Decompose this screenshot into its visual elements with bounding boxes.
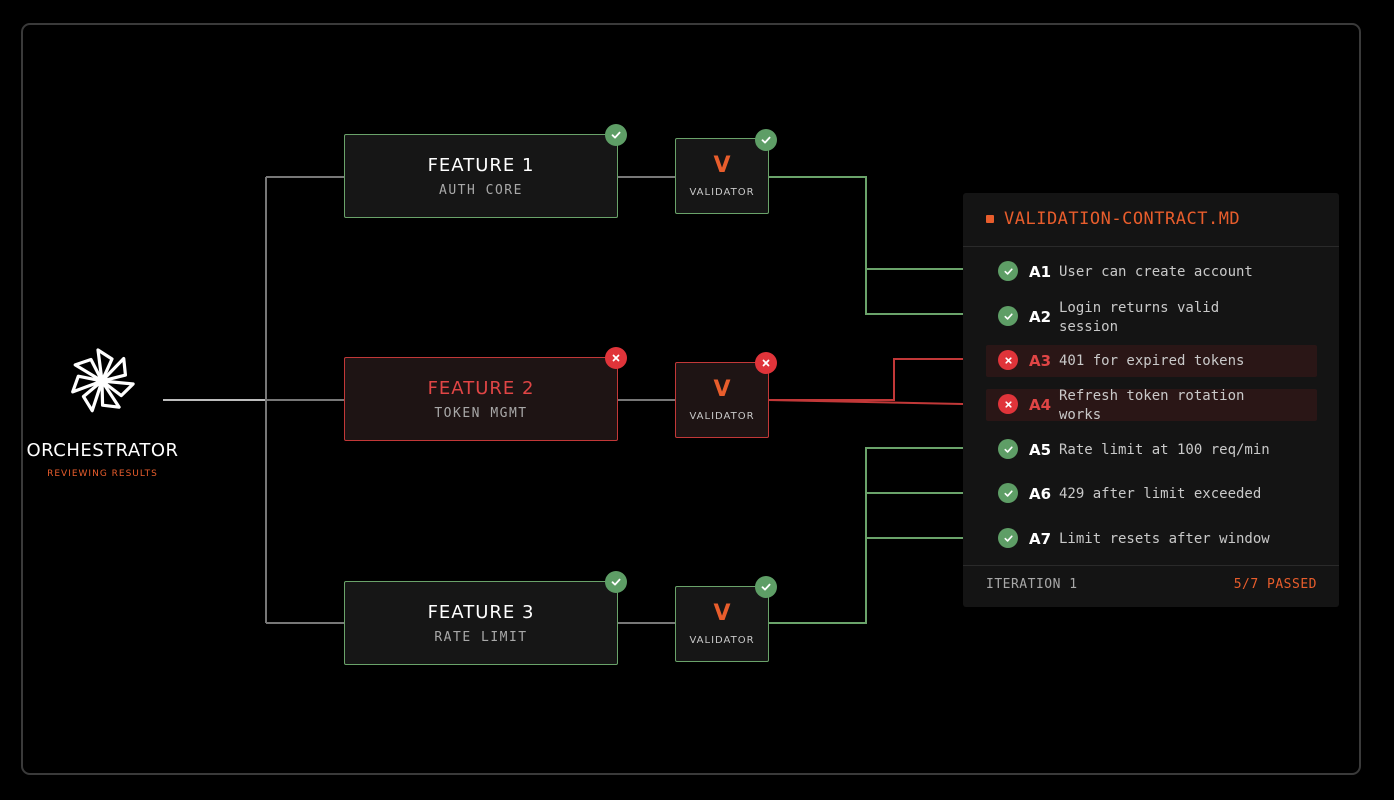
validator-letter: V [713,377,731,402]
validator-letter: V [713,153,731,178]
panel-header: VALIDATION-CONTRACT.MD [963,193,1339,247]
validator-2-node[interactable]: V VALIDATOR [675,362,769,438]
panel-footer: ITERATION 1 5/7 PASSED [963,565,1339,608]
contract-item-a7[interactable]: A7 Limit resets after window [986,523,1317,555]
feature-subtitle: AUTH CORE [439,183,523,198]
cross-icon [605,347,627,369]
pinwheel-logo-icon [71,348,135,413]
item-text: Login returns valid session [1059,300,1220,335]
item-id: A4 [1029,396,1052,414]
canvas-frame [21,23,1361,775]
validator-label: VALIDATOR [689,635,755,646]
item-id: A3 [1029,352,1052,370]
contract-item-a1[interactable]: A1 User can create account [986,256,1317,288]
contract-item-a2[interactable]: A2 Login returns valid session [986,300,1317,335]
check-icon [605,571,627,593]
feature-title: FEATURE 3 [427,602,535,623]
item-text: 429 after limit exceeded [1059,486,1262,502]
passed-count: 5/7 PASSED [1233,577,1317,592]
cross-icon [998,350,1018,370]
contract-item-a4[interactable]: A4 Refresh token rotation works [986,388,1317,423]
validator-label: VALIDATOR [689,411,755,422]
validation-contract-panel: VALIDATION-CONTRACT.MD A1 User can creat… [963,193,1339,607]
item-text: Limit resets after window [1059,531,1270,547]
feature-2-node[interactable]: FEATURE 2 TOKEN MGMT [344,357,618,441]
item-id: A7 [1029,530,1052,548]
feature-title: FEATURE 1 [427,155,535,176]
feature-subtitle: RATE LIMIT [434,630,528,645]
item-text: User can create account [1059,264,1253,280]
check-icon [998,261,1018,281]
cross-icon [755,352,777,374]
feature-1-node[interactable]: FEATURE 1 AUTH CORE [344,134,618,218]
item-text: Refresh token rotation works [1059,388,1245,423]
check-icon [755,576,777,598]
check-icon [605,124,627,146]
check-icon [998,483,1018,503]
contract-item-a3[interactable]: A3 401 for expired tokens [986,345,1317,377]
item-text: Rate limit at 100 req/min [1059,442,1270,458]
item-id: A6 [1029,485,1052,503]
wire-validator-3-contract [768,447,963,624]
wire-validator-2-a4 [767,399,964,405]
check-icon [998,439,1018,459]
feature-title: FEATURE 2 [427,378,535,399]
item-id: A1 [1029,263,1052,281]
wire-validator-1-contract [768,176,963,315]
contract-item-a5[interactable]: A5 Rate limit at 100 req/min [986,434,1317,466]
feature-3-node[interactable]: FEATURE 3 RATE LIMIT [344,581,618,665]
file-dot-icon [986,215,994,223]
item-id: A5 [1029,441,1052,459]
validator-label: VALIDATOR [689,187,755,198]
check-icon [755,129,777,151]
item-text: 401 for expired tokens [1059,353,1245,369]
check-icon [998,528,1018,548]
validator-3-node[interactable]: V VALIDATOR [675,586,769,662]
wire-validator-2-a3 [768,358,963,401]
feature-subtitle: TOKEN MGMT [434,406,528,421]
iteration-label: ITERATION 1 [986,577,1078,592]
validator-1-node[interactable]: V VALIDATOR [675,138,769,214]
orchestrator-title: ORCHESTRATOR [26,440,179,461]
check-icon [998,306,1018,326]
validator-letter: V [713,601,731,626]
orchestrator-status: REVIEWING RESULTS [47,469,158,479]
item-id: A2 [1029,308,1052,326]
cross-icon [998,394,1018,414]
contract-item-a6[interactable]: A6 429 after limit exceeded [986,478,1317,510]
panel-title[interactable]: VALIDATION-CONTRACT.MD [1004,209,1241,229]
